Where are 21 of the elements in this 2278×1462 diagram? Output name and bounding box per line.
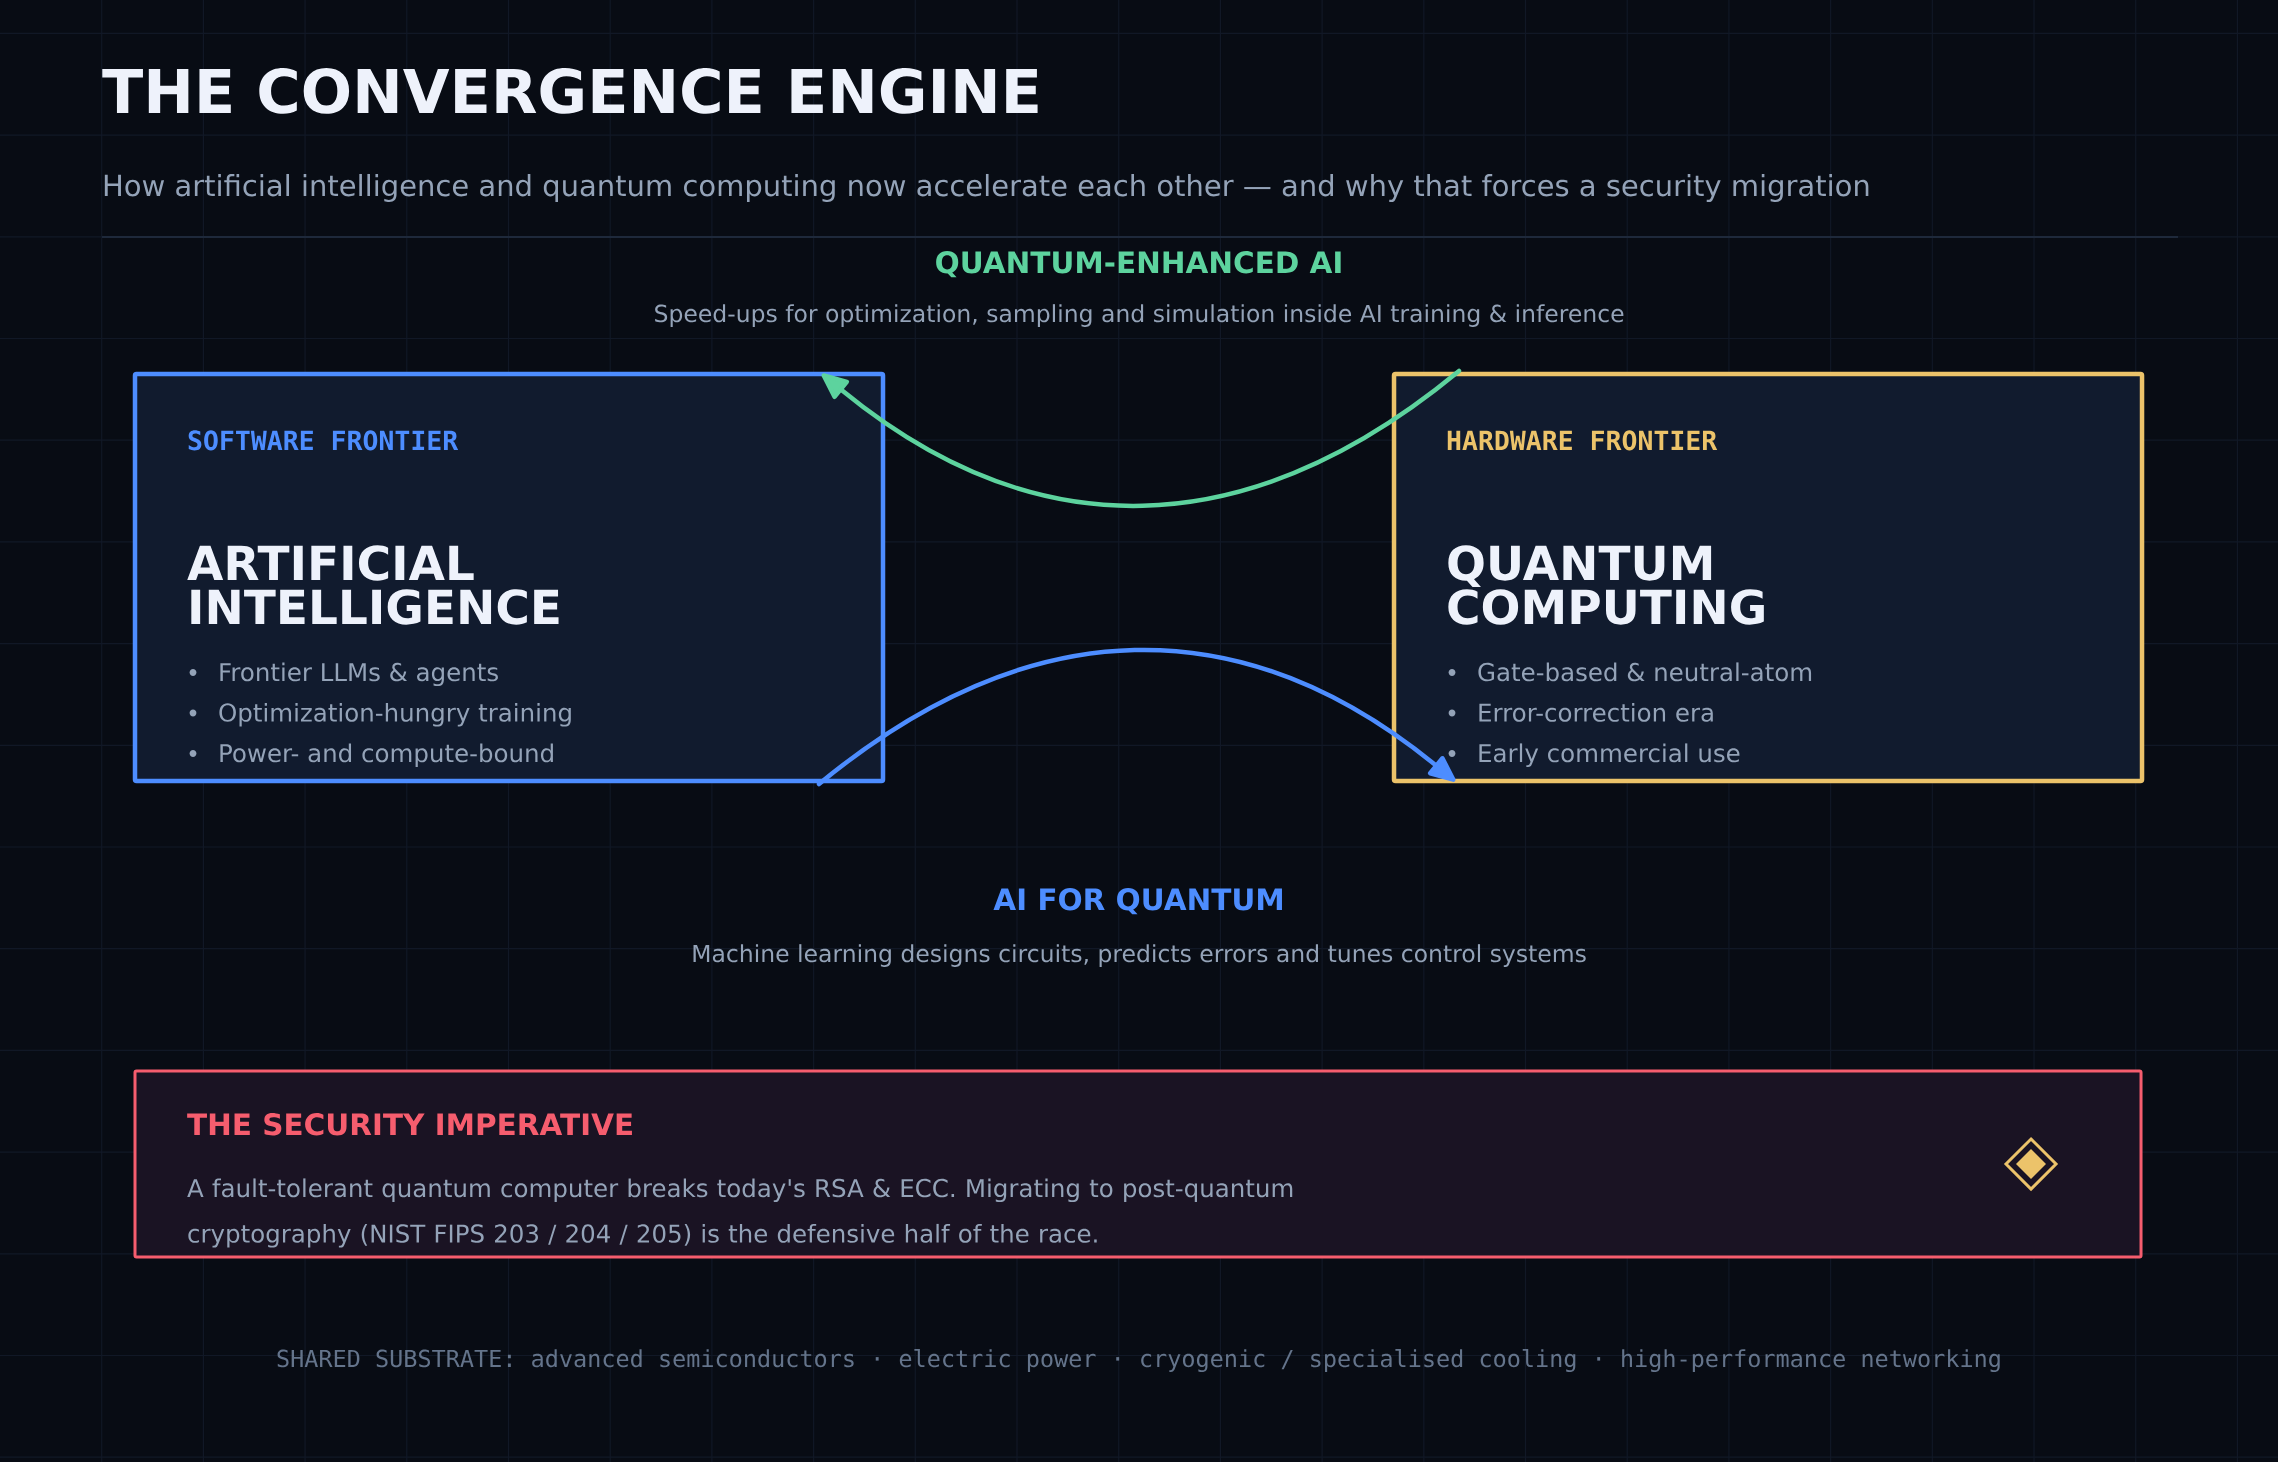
arc-heading: QUANTUM-ENHANCED AI: [936, 251, 1341, 278]
bullet-item: Early commercial use: [1479, 743, 1740, 768]
panel-text: A fault-tolerant quantum computer breaks today's RSA & ECC. Migrating to post-quantum cryptography (NIST FIPS 203 / 204 / 205) is the defensive half of the race.: [187, 1178, 1293, 1248]
arc-description: Machine learning designs circuits, predicts errors and tunes control systems: [693, 944, 1586, 967]
bullet-item: Gate-based & neutral-atom: [1478, 662, 1812, 682]
arc-heading: AI FOR QUANTUM: [993, 888, 1282, 915]
arc-description: Speed-ups for optimization, sampling and simulation inside AI training & inference: [655, 304, 1624, 327]
curved-arrow: [816, 647, 1456, 787]
curved-arrow: [821, 368, 1462, 508]
footer-note: SHARED SUBSTRATE: advanced semiconductors · electric power · cryogenic / specialised cooling · high-performance networking: [277, 1349, 2000, 1373]
bullet-item: Optimization-hungry training: [219, 702, 571, 727]
title: THE CONVERGENCE ENGINE: [102, 68, 1038, 114]
subtitle: How artificial intelligence and quantum computing now accelerate each other — and why that forces a security migration: [104, 173, 1869, 203]
category-label: HARDWARE FRONTIER: [1447, 430, 1718, 451]
panel-heading: THE SECURITY IMPERATIVE: [187, 1113, 632, 1136]
box-heading: ARTIFICIAL INTELLIGENCE: [187, 545, 559, 625]
category-label: SOFTWARE FRONTIER: [188, 430, 459, 451]
bullet-item: Power- and compute-bound: [220, 743, 553, 768]
bullet-item: Frontier LLMs & agents: [220, 662, 498, 687]
box-heading: QUANTUM COMPUTING: [1448, 545, 1764, 625]
bullet-item: Error-correction era: [1479, 702, 1713, 722]
